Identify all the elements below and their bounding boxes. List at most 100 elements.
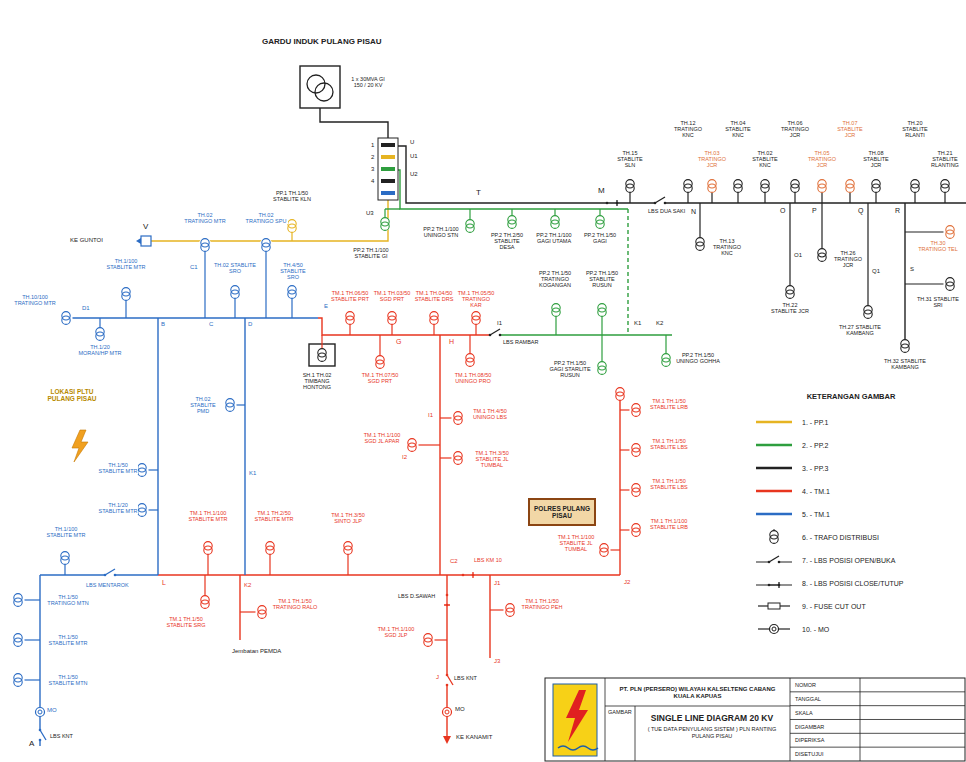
- transformer-label: TH.03 TRATINGO JCR: [697, 150, 727, 168]
- transformer-label: TH.07 STABLITE JCR: [835, 120, 865, 138]
- transformer-label: TH.1/50 STABLITE MTR: [46, 634, 90, 646]
- transformer-mask: [659, 353, 672, 366]
- node-heading: SKALA: [795, 710, 813, 716]
- transformer-label: TH.27 STABLITE KAMBANG: [838, 324, 882, 336]
- transformer-symbol: [258, 610, 266, 618]
- transformer-mask: [421, 633, 434, 646]
- point-label: MO: [455, 706, 465, 713]
- transformer-drop: [265, 245, 266, 318]
- transformer-symbol: [466, 358, 474, 366]
- transformer-label: TH.26 TRATINGO JCR: [832, 250, 864, 268]
- transformer-mask: [943, 277, 956, 290]
- transformer-label: TH.1/50 TRATINGO MTN: [46, 594, 90, 606]
- transformer-drop: [905, 283, 950, 284]
- point-label: K1: [249, 470, 256, 477]
- point-label: J3: [494, 658, 500, 665]
- transformer-mask: [198, 595, 211, 608]
- transformer-drop: [789, 203, 790, 292]
- feeder-line: [239, 575, 240, 640]
- feeder-line: [489, 575, 490, 658]
- feeder-line: [151, 200, 388, 241]
- busbar-frame: [378, 138, 398, 200]
- point-label: V: [143, 223, 148, 232]
- transformer-mask: [119, 287, 132, 300]
- transformer-symbol: [62, 316, 70, 324]
- transformer-mask: [629, 523, 642, 536]
- legend-row: 7. - LBS POSISI OPEN/BUKA: [754, 552, 895, 568]
- feeder-line: [398, 170, 628, 209]
- drawing: [11, 66, 966, 761]
- transformer-mask: [405, 438, 418, 451]
- transformer-label: PP.2 TH.1/50 GAGI STARLITE RUSUN: [548, 360, 592, 378]
- transformer-mask: [385, 311, 398, 324]
- transformer-symbol: [454, 416, 462, 424]
- mo-symbol: [38, 710, 42, 714]
- transformer-mask: [783, 285, 796, 298]
- feeder-line: [904, 203, 905, 340]
- feeder-line: [446, 716, 447, 736]
- point-label: Q1: [872, 268, 880, 275]
- transformer-mask: [705, 179, 718, 192]
- transformer-label: TH.02 TRATINGO MTR: [183, 212, 227, 224]
- transformer-drop: [867, 203, 868, 312]
- node-heading: TANGGAL: [795, 696, 821, 702]
- transformer-mask: [898, 339, 911, 352]
- point-label: H: [449, 338, 454, 346]
- lbs-open: [446, 674, 454, 687]
- node-heading: SINGLE LINE DIAGRAM 20 KV: [639, 713, 785, 723]
- transformer-symbol: [770, 535, 778, 543]
- transformer-label: SH.1 TH.02 TIMBANG HONTONG: [294, 372, 340, 390]
- transformer-label: PP.2 TH.1/50 TRATINGO KOGANGAN: [532, 270, 578, 288]
- transformer-symbol: [598, 366, 606, 374]
- transformer-label: TH.02 STABLITE PMD: [184, 396, 222, 414]
- title-field: NOMOR: [792, 679, 858, 691]
- title-block-frame: [545, 678, 965, 761]
- transformer-mask: [767, 530, 780, 543]
- transformer-symbol: [872, 184, 880, 192]
- direction-arrow: [443, 736, 451, 744]
- lbs-open: [654, 197, 667, 205]
- transformer-label: TM.1 TH.1/100 SGD JL APAR: [360, 432, 404, 444]
- transformer-mask: [451, 411, 464, 424]
- transformer-label: TH.02 TRATINGO SPU: [244, 212, 288, 224]
- transformer-label: TH.02 STABLITE SRO: [213, 262, 257, 274]
- fuse-symbol: [768, 603, 780, 609]
- transformer-label: PP.1 TH.1/50 STABLITE KLN: [270, 190, 314, 202]
- transformers: [11, 179, 956, 686]
- point-label: LBS D.SAWAH: [398, 593, 435, 599]
- transformer-symbol: [61, 556, 69, 564]
- point-label: P: [812, 207, 817, 215]
- transformer-mask: [285, 285, 298, 298]
- transformer-mask: [11, 673, 24, 686]
- transformer-label: TM.1 TH.03/50 SGD PRT: [372, 290, 412, 302]
- transformer-label: TM.1 TH.1/100 SGD JLP: [374, 626, 418, 638]
- legend-text: 9. - FUSE CUT OUT: [802, 603, 866, 610]
- transformer-mask: [549, 303, 562, 316]
- point-label: C: [209, 321, 213, 328]
- legend-sample: [754, 437, 794, 453]
- legend-row: 9. - FUSE CUT OUT: [754, 598, 866, 614]
- transformer-symbol: [466, 224, 474, 232]
- transformer-label: TH.08 STABLITE JCR: [861, 150, 891, 168]
- transformer-label: TM.1 TH.1/100 STABLITE MTR: [186, 510, 230, 522]
- transformer-mask: [93, 327, 106, 340]
- node-heading: KETERANGAN GAMBAR: [738, 392, 964, 401]
- point-label: J1: [494, 580, 500, 587]
- point-label: A: [29, 740, 34, 749]
- substation-box: [300, 66, 340, 108]
- point-label: LBS RAMBAR: [503, 339, 538, 345]
- legend-row: 5. - TM.1: [754, 506, 830, 522]
- transformer-symbol: [734, 184, 742, 192]
- transformer-mask: [629, 403, 642, 416]
- transformer-symbol: [846, 184, 854, 192]
- transformer-symbol: [138, 468, 146, 476]
- transformer-label: TH.04 STABLITE KNC: [723, 120, 753, 138]
- point-label: U2: [410, 171, 418, 178]
- transformer-mask: [343, 311, 356, 324]
- transformer-mask: [201, 541, 214, 554]
- transformer-label: TH.22 STABLITE JCR: [770, 302, 810, 314]
- legend-swatch: [756, 421, 792, 424]
- transformer-symbol: [14, 638, 22, 646]
- transformer-label: TM.1 TH.3/50 STABLITE JL TUMBAL: [468, 450, 516, 468]
- transformer-symbol: [96, 332, 104, 340]
